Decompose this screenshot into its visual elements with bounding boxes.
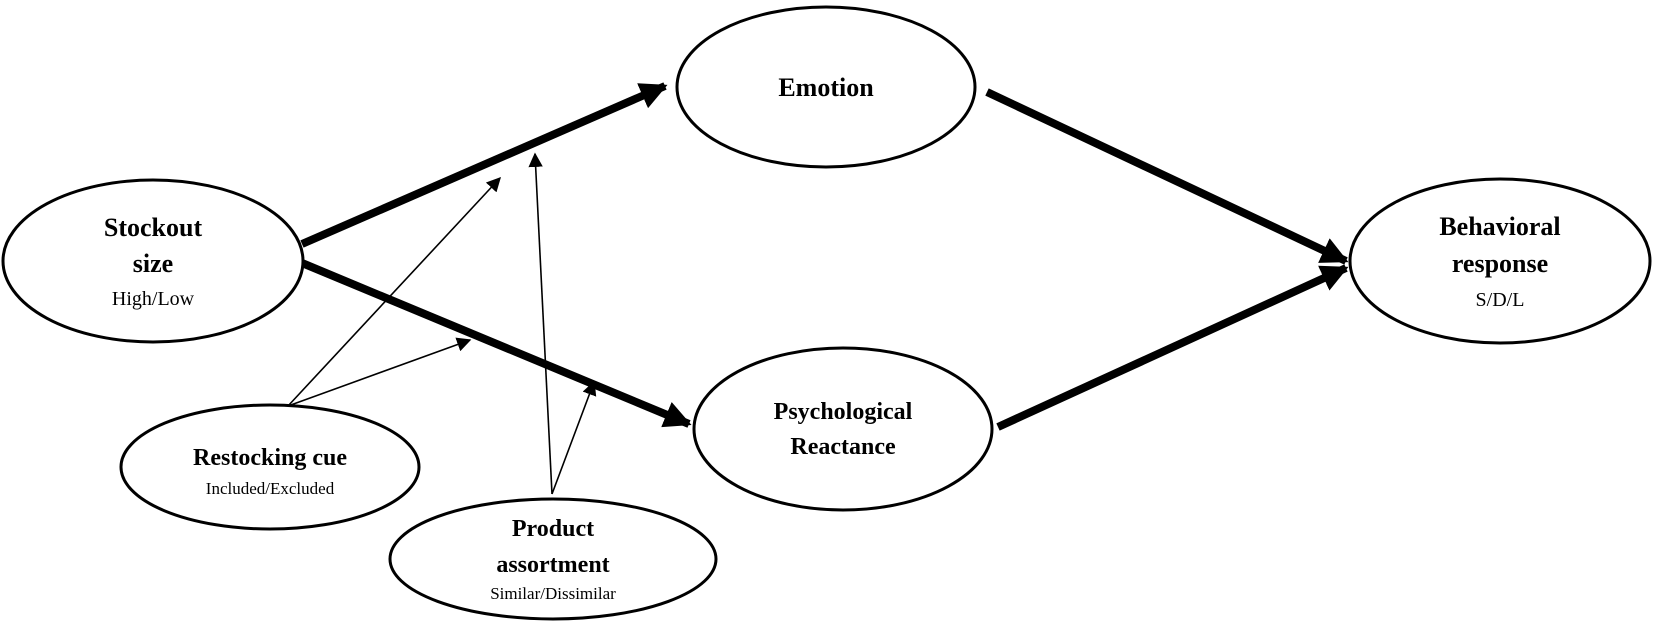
stockout-size-levels: High/Low — [112, 288, 195, 310]
restocking-cue-label: Restocking cue — [193, 445, 347, 471]
stockout-size-label-line1: Stockout — [104, 213, 203, 242]
product-assortment-label-line1: Product — [512, 516, 594, 542]
node-emotion: Emotion — [675, 5, 977, 169]
node-product-assortment: Product assortment Similar/Dissimilar — [388, 497, 718, 621]
node-psychological-reactance: Psychological Reactance — [692, 346, 994, 512]
edge-stockout-to-reactance — [300, 259, 692, 428]
behavioral-label-line1: Behavioral — [1439, 212, 1560, 241]
node-behavioral-response: Behavioral response S/D/L — [1348, 177, 1652, 345]
behavioral-levels: S/D/L — [1476, 289, 1525, 311]
restocking-cue-levels: Included/Excluded — [206, 479, 335, 498]
edge-restocking-moderates-reactance-path — [287, 337, 472, 407]
edge-restocking-moderates-emotion-path — [287, 176, 501, 407]
emotion-label: Emotion — [778, 73, 874, 102]
reactance-label-line1: Psychological — [774, 399, 913, 425]
node-stockout-size: Stockout size High/Low — [1, 178, 305, 344]
edge-reactance-to-behavioral — [996, 264, 1349, 431]
edge-stockout-to-emotion — [300, 82, 668, 248]
reactance-label-line2: Reactance — [790, 434, 896, 460]
product-assortment-label-line2: assortment — [496, 552, 609, 578]
edge-assortment-moderates-emotion-path — [528, 152, 553, 495]
edge-assortment-moderates-reactance-path — [551, 380, 597, 495]
stockout-size-label-line2: size — [133, 249, 173, 278]
product-assortment-levels: Similar/Dissimilar — [490, 584, 616, 603]
edge-emotion-to-behavioral — [985, 88, 1349, 265]
behavioral-label-line2: response — [1452, 249, 1548, 278]
node-restocking-cue: Restocking cue Included/Excluded — [119, 403, 421, 531]
